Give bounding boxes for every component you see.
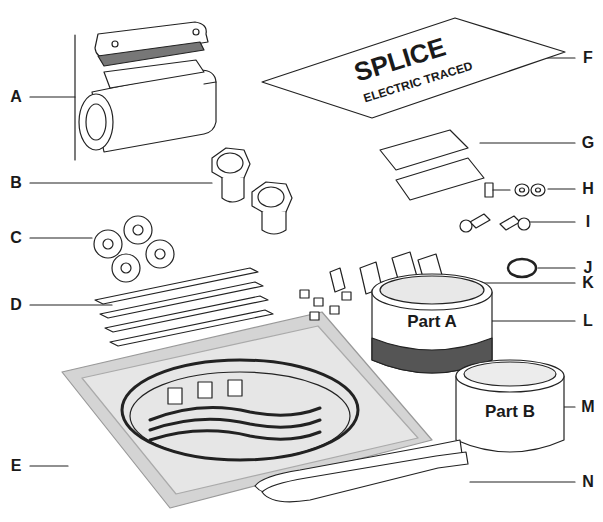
callout-letter: M (581, 398, 594, 416)
bushings (212, 148, 292, 234)
callout-letter: B (10, 174, 22, 192)
callout-letter: K (582, 274, 594, 292)
jar-label: Part B (485, 402, 535, 422)
callout-letter: L (583, 312, 593, 330)
packets (380, 130, 484, 200)
callout-letter: C (10, 229, 22, 247)
splice-tag (262, 18, 565, 118)
callout-letter: F (583, 49, 593, 67)
sleeves (94, 216, 174, 282)
callout-letter: D (10, 296, 22, 314)
callout-letter: N (582, 473, 594, 491)
callout-letter: E (11, 457, 22, 475)
conduit-body (79, 22, 216, 152)
jar-part-b (456, 360, 564, 452)
callout-letter: A (10, 88, 22, 106)
jar-part-a (372, 274, 492, 373)
spatulas (255, 440, 468, 502)
o-ring (508, 259, 536, 277)
callout-letter: I (586, 213, 590, 231)
jar-label: Part A (407, 312, 456, 332)
callout-letter: H (582, 180, 594, 198)
screw-hardware (485, 183, 545, 197)
callout-letter: G (582, 134, 594, 152)
ring-lugs (460, 214, 530, 232)
